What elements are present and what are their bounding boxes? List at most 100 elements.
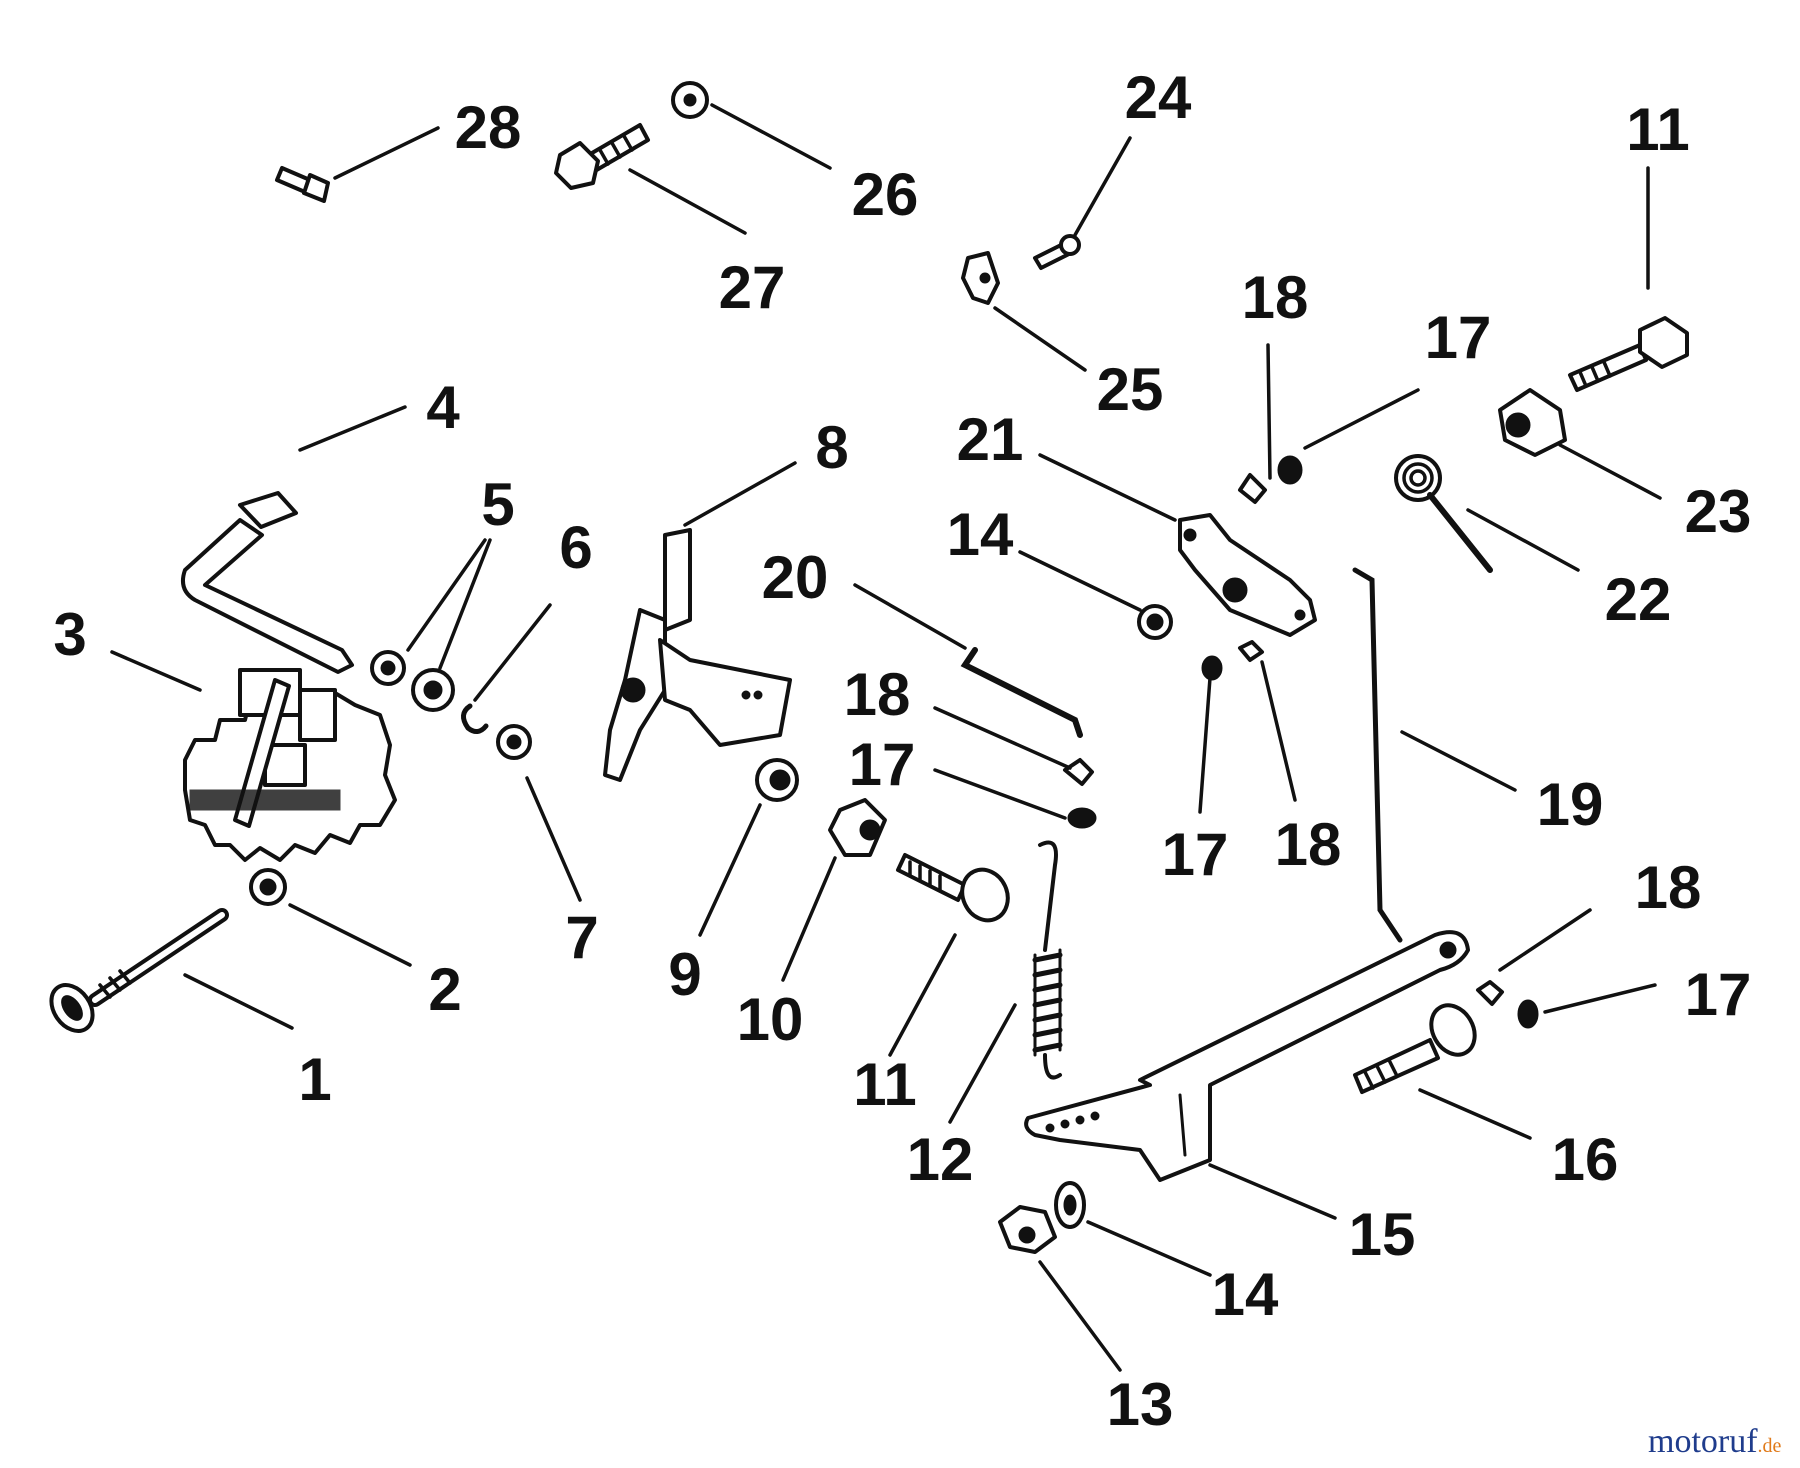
leader-18-right [1498, 908, 1592, 972]
callout-9: 9 [668, 941, 701, 1008]
callout-2: 2 [428, 956, 461, 1023]
callout-17-right: 17 [1685, 961, 1752, 1028]
part-5-washers [370, 650, 455, 712]
leader-18-lower-mid [1260, 660, 1297, 802]
callout-11-upper: 11 [1626, 96, 1689, 163]
leader-3 [110, 650, 202, 692]
leader-16 [1418, 1088, 1532, 1140]
leader-28 [333, 126, 440, 180]
part-23-bushing [1498, 388, 1567, 457]
callout-14-lower: 14 [1212, 1261, 1279, 1328]
callout-1: 1 [298, 1046, 331, 1113]
leader-7 [525, 776, 582, 902]
callout-18-mid: 18 [844, 661, 911, 728]
leader-19 [1400, 730, 1517, 792]
leader-27 [628, 168, 747, 235]
callout-18-right: 18 [1635, 854, 1702, 921]
part-21-plate [1178, 513, 1317, 637]
part-10-spacer [828, 798, 887, 857]
part-1-bolt [49, 908, 229, 1033]
part-27-bolt [554, 123, 650, 190]
leader-6 [473, 603, 552, 702]
leader-18-mid [933, 706, 1072, 770]
leader-17-mid [933, 768, 1067, 820]
part-18-nut-upper [1238, 455, 1303, 504]
leader-20 [853, 583, 967, 650]
part-20-rod [960, 647, 1083, 738]
part-25-clip [961, 251, 1000, 305]
callout-14-upper: 14 [947, 501, 1014, 568]
callout-11-mid: 11 [853, 1051, 916, 1118]
part-28-screw [275, 166, 330, 203]
leader-5a [406, 538, 487, 652]
callout-8: 8 [815, 414, 848, 481]
callout-25: 25 [1097, 356, 1164, 423]
leader-14-upper [1018, 550, 1142, 612]
part-26-nut [671, 81, 709, 119]
callout-15: 15 [1349, 1201, 1416, 1268]
callout-19: 19 [1537, 771, 1604, 838]
callout-27: 27 [719, 254, 786, 321]
part-6-clip [461, 703, 489, 734]
callout-17-mid: 17 [849, 731, 916, 798]
leader-9 [698, 803, 762, 937]
callout-16: 16 [1552, 1126, 1619, 1193]
watermark-logo: motoruf.de [1648, 1423, 1782, 1460]
watermark-tld: .de [1758, 1435, 1782, 1457]
leader-17-lower-mid [1198, 676, 1212, 814]
watermark-brand: motoruf [1648, 1423, 1758, 1460]
part-13-nut [998, 1205, 1057, 1254]
callout-10: 10 [737, 986, 804, 1053]
leader-4 [298, 405, 407, 452]
part-24-screw [1033, 234, 1081, 270]
leader-13 [1038, 1260, 1122, 1372]
part-7-nut [496, 724, 532, 760]
callout-12: 12 [907, 1126, 974, 1193]
part-18-17-small-right [1476, 980, 1539, 1029]
callout-5: 5 [481, 471, 514, 538]
callout-3: 3 [53, 601, 86, 668]
leader-1 [183, 973, 294, 1030]
leader-15 [1208, 1163, 1337, 1220]
callout-22: 22 [1605, 566, 1672, 633]
part-3-governor-gear [183, 668, 397, 862]
leader-26 [710, 103, 832, 170]
callout-17-lower: 17 [1162, 821, 1229, 888]
callout-21: 21 [957, 406, 1024, 473]
part-18-17-small-mid [1063, 758, 1097, 829]
callout-28: 28 [455, 94, 522, 161]
leader-17-upper [1303, 388, 1420, 450]
callout-7: 7 [565, 904, 598, 971]
leader-21 [1038, 453, 1177, 522]
part-19-rod [1352, 567, 1403, 943]
part-17-18-small-lower [1201, 640, 1264, 681]
leader-8 [683, 461, 797, 527]
leader-11-mid [888, 933, 957, 1057]
part-15-lever [1024, 930, 1470, 1182]
part-11-bolt-upper [1568, 316, 1689, 392]
part-16-bolt [1353, 1003, 1477, 1094]
leader-18-upper [1266, 343, 1272, 480]
callout-23: 23 [1685, 478, 1752, 545]
callout-20: 20 [762, 544, 829, 611]
leader-lines [110, 103, 1662, 1372]
callout-18-lower: 18 [1275, 811, 1342, 878]
leader-12 [948, 1003, 1017, 1124]
leader-10 [781, 856, 837, 982]
part-4-governor-shaft [181, 491, 354, 674]
leader-22 [1466, 508, 1580, 572]
part-11-bolt-mid [896, 853, 1010, 923]
leader-25 [993, 306, 1087, 372]
leader-17-right [1543, 983, 1657, 1014]
leader-23 [1558, 443, 1662, 500]
callout-18-upper: 18 [1242, 264, 1309, 331]
leader-2 [288, 903, 412, 967]
callout-6: 6 [559, 514, 592, 581]
callout-17-upper: 17 [1425, 304, 1492, 371]
callout-numbers: 1 2 3 4 5 6 7 8 9 10 11 11 12 13 14 14 1… [53, 64, 1751, 1438]
leader-5b [438, 538, 492, 670]
leader-14-lower [1086, 1220, 1212, 1277]
callout-26: 26 [852, 161, 919, 228]
